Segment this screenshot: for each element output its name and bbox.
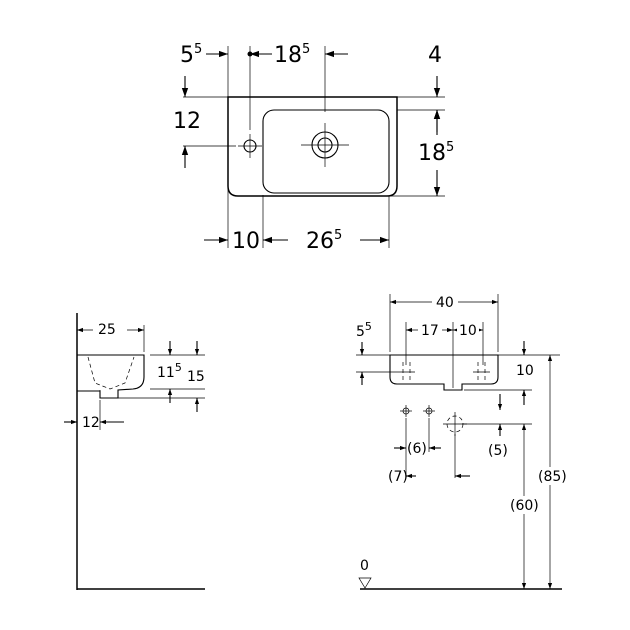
dim-supply-offset: (7) <box>388 469 408 485</box>
dim-top-rim: 4 <box>428 43 442 68</box>
dim-left-rim: 10 <box>232 229 260 254</box>
front-view: 0 40 <box>356 293 568 590</box>
dim-drain-offset-side: 12 <box>82 415 100 431</box>
dim-waste-offset: (5) <box>488 443 508 459</box>
dim-width: 40 <box>436 295 454 311</box>
floor-level-marker <box>358 577 372 589</box>
dim-waste-height: (60) <box>510 498 539 514</box>
side-basin-outline <box>77 354 145 399</box>
basin-outline <box>227 96 398 197</box>
dim-bowl-depth: 185 <box>418 140 454 166</box>
dim-rim-to-drain: 10 <box>516 363 534 379</box>
dim-supply-spacing: (6) <box>407 441 427 457</box>
dim-left-offset: 55 <box>180 42 202 68</box>
top-view: 55 185 4 12 185 10 265 <box>173 42 454 254</box>
front-basin-outline <box>389 354 499 391</box>
floor-level: 0 <box>360 558 369 574</box>
dim-total-height: 15 <box>187 369 205 385</box>
bowl-outline <box>262 109 390 194</box>
dim-drain-offset: 10 <box>459 323 477 339</box>
dim-rim-height: (85) <box>538 469 567 485</box>
side-view: 25 115 15 12 <box>64 313 205 590</box>
dim-bowl-width: 265 <box>306 228 342 254</box>
dim-tap-spacing: 17 <box>421 323 439 339</box>
dim-tap-to-drain: 185 <box>274 42 310 68</box>
dim-depth: 25 <box>98 322 116 338</box>
supply-left-symbol <box>400 405 412 417</box>
dim-bowl-height: 115 <box>157 361 182 381</box>
dim-tap-offset: 55 <box>356 320 372 340</box>
supply-right-symbol <box>423 405 435 417</box>
dim-tap-depth: 12 <box>173 109 201 134</box>
